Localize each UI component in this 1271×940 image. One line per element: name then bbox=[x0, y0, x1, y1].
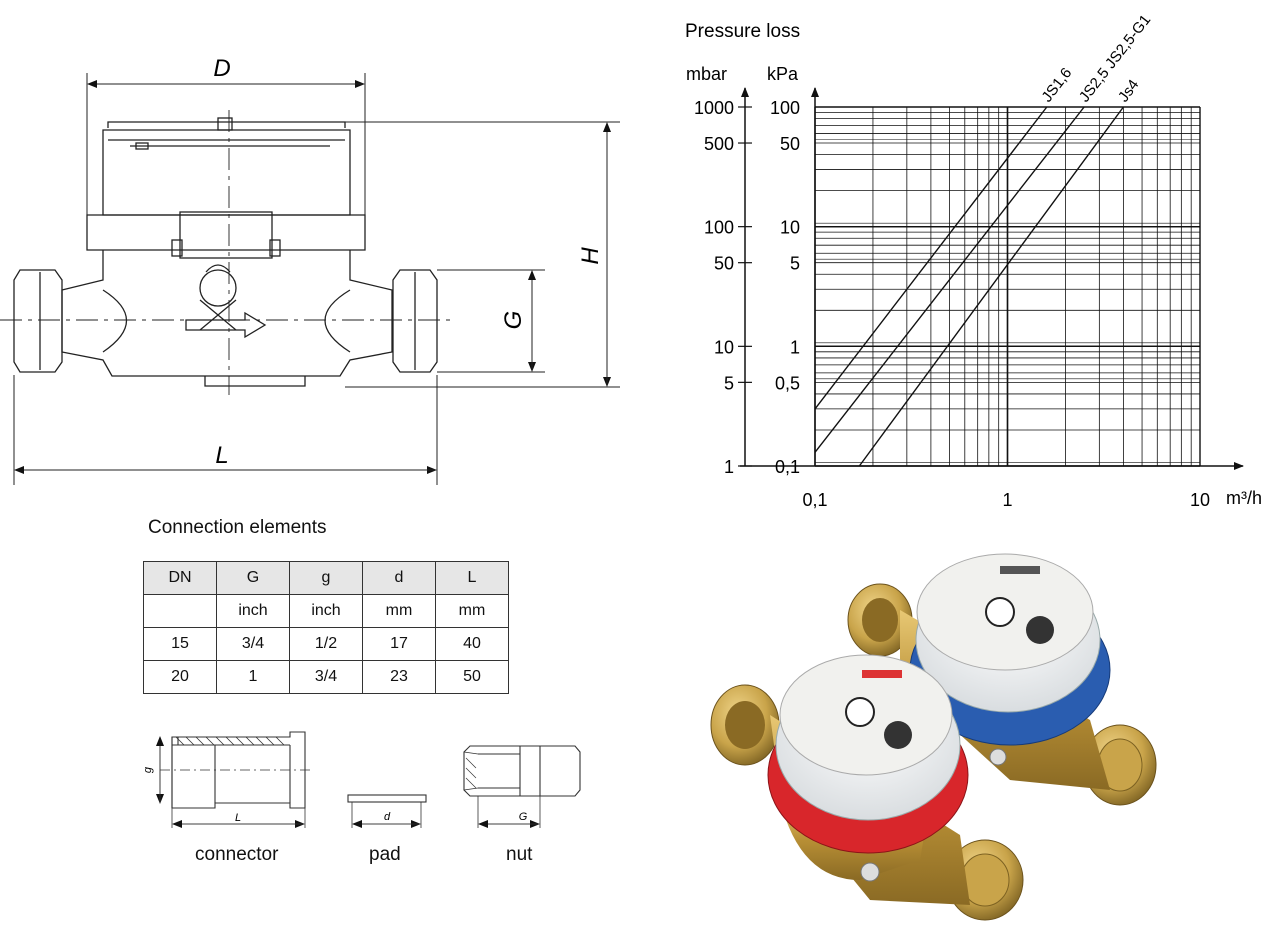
series-line bbox=[858, 106, 1124, 467]
x-tick-label: 1 bbox=[1002, 490, 1012, 510]
dim-L-label: L bbox=[215, 442, 228, 469]
x-axis-label: m³/h bbox=[1226, 488, 1262, 508]
table-cell: mm bbox=[362, 594, 436, 628]
water-meters-photo bbox=[710, 553, 1157, 921]
table-header-row: DN G g d L bbox=[143, 561, 509, 595]
dim-D-label: D bbox=[213, 55, 230, 82]
y-tick-label-mbar: 10 bbox=[714, 337, 734, 357]
table-header-cell: L bbox=[435, 561, 509, 595]
y-tick-label-kpa: 0,5 bbox=[775, 373, 800, 393]
table-header-cell: g bbox=[289, 561, 363, 595]
table-cell: mm bbox=[435, 594, 509, 628]
dim-G-label: G bbox=[500, 311, 527, 330]
series-label: JS1,6 bbox=[1038, 65, 1075, 106]
series-label: Js4 bbox=[1115, 76, 1143, 105]
table-cell: 1 bbox=[216, 660, 290, 694]
y-tick-label-mbar: 100 bbox=[704, 218, 734, 238]
meter-drawing bbox=[0, 73, 620, 485]
table-cell: 3/4 bbox=[216, 627, 290, 661]
connector-dim-L: L bbox=[235, 812, 241, 824]
y-tick-label-kpa: 0,1 bbox=[775, 457, 800, 477]
red-meter bbox=[710, 654, 1024, 921]
table-units-row: inch inch mm mm bbox=[143, 594, 509, 628]
blue-meter bbox=[847, 553, 1157, 806]
y-axis-label-left: mbar bbox=[686, 64, 727, 84]
table-cell: 17 bbox=[362, 627, 436, 661]
x-tick-label: 10 bbox=[1190, 490, 1210, 510]
table-row: 15 3/4 1/2 17 40 bbox=[143, 627, 509, 661]
nut-dim-G: G bbox=[519, 811, 528, 823]
series-label: JS2,5 JS2,5-G1 bbox=[1076, 11, 1154, 105]
connection-elements-title: Connection elements bbox=[148, 517, 327, 538]
table-header-cell: d bbox=[362, 561, 436, 595]
table-cell: inch bbox=[289, 594, 363, 628]
y-tick-label-kpa: 5 bbox=[790, 254, 800, 274]
y-tick-label-mbar: 5 bbox=[724, 373, 734, 393]
table-header-cell: G bbox=[216, 561, 290, 595]
chart-title: Pressure loss bbox=[685, 21, 800, 42]
table-cell: 15 bbox=[143, 627, 217, 661]
nut-caption: nut bbox=[506, 844, 533, 865]
nut-drawing bbox=[463, 745, 581, 828]
y-axis-label-right: kPa bbox=[767, 64, 799, 84]
pad-caption: pad bbox=[369, 844, 401, 865]
table-cell: 3/4 bbox=[289, 660, 363, 694]
table-cell: 20 bbox=[143, 660, 217, 694]
y-tick-label-mbar: 1 bbox=[724, 457, 734, 477]
table-cell: 50 bbox=[435, 660, 509, 694]
y-tick-label-kpa: 1 bbox=[790, 337, 800, 357]
y-tick-label-mbar: 50 bbox=[714, 254, 734, 274]
table-row: 20 1 3/4 23 50 bbox=[143, 660, 509, 694]
table-cell: inch bbox=[216, 594, 290, 628]
chart-axes bbox=[740, 87, 1244, 470]
dim-H-label: H bbox=[577, 247, 604, 265]
y-tick-label-mbar: 500 bbox=[704, 134, 734, 154]
y-tick-label-mbar: 1000 bbox=[694, 98, 734, 118]
table-header-cell: DN bbox=[143, 561, 217, 595]
pad-dim-d: d bbox=[384, 811, 391, 823]
table-cell: 40 bbox=[435, 627, 509, 661]
y-tick-label-kpa: 50 bbox=[780, 134, 800, 154]
table-cell: 23 bbox=[362, 660, 436, 694]
connection-table: DN G g d L inch inch mm mm 15 3/4 1/2 17… bbox=[143, 561, 509, 694]
y-tick-label-kpa: 10 bbox=[780, 218, 800, 238]
connector-drawing bbox=[156, 731, 312, 828]
series-line bbox=[814, 106, 1048, 410]
chart-grid bbox=[814, 106, 1201, 467]
connector-caption: connector bbox=[195, 844, 279, 865]
pad-drawing bbox=[347, 794, 427, 828]
series-line bbox=[814, 106, 1085, 453]
connector-dim-g: g bbox=[142, 766, 154, 773]
y-tick-label-kpa: 100 bbox=[770, 98, 800, 118]
table-cell: 1/2 bbox=[289, 627, 363, 661]
x-tick-label: 0,1 bbox=[802, 490, 827, 510]
table-cell bbox=[143, 594, 217, 628]
